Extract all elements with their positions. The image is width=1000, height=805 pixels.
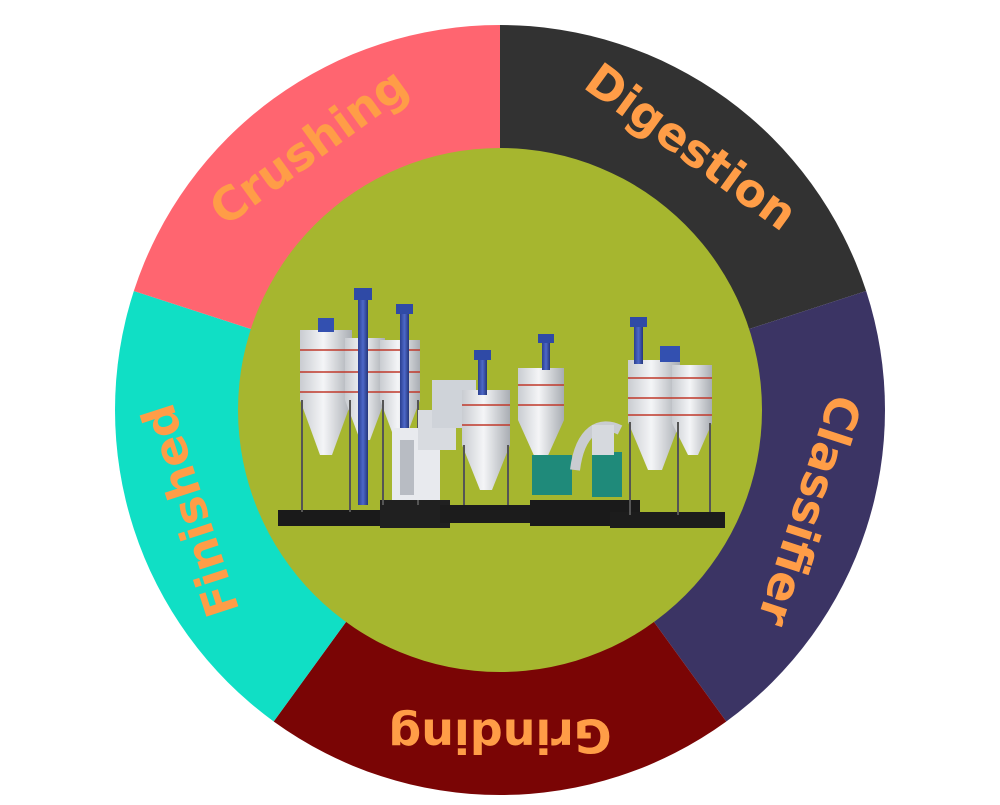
segment-label-grinding: Grinding: [388, 709, 611, 763]
industrial-plant-image: [278, 288, 725, 528]
